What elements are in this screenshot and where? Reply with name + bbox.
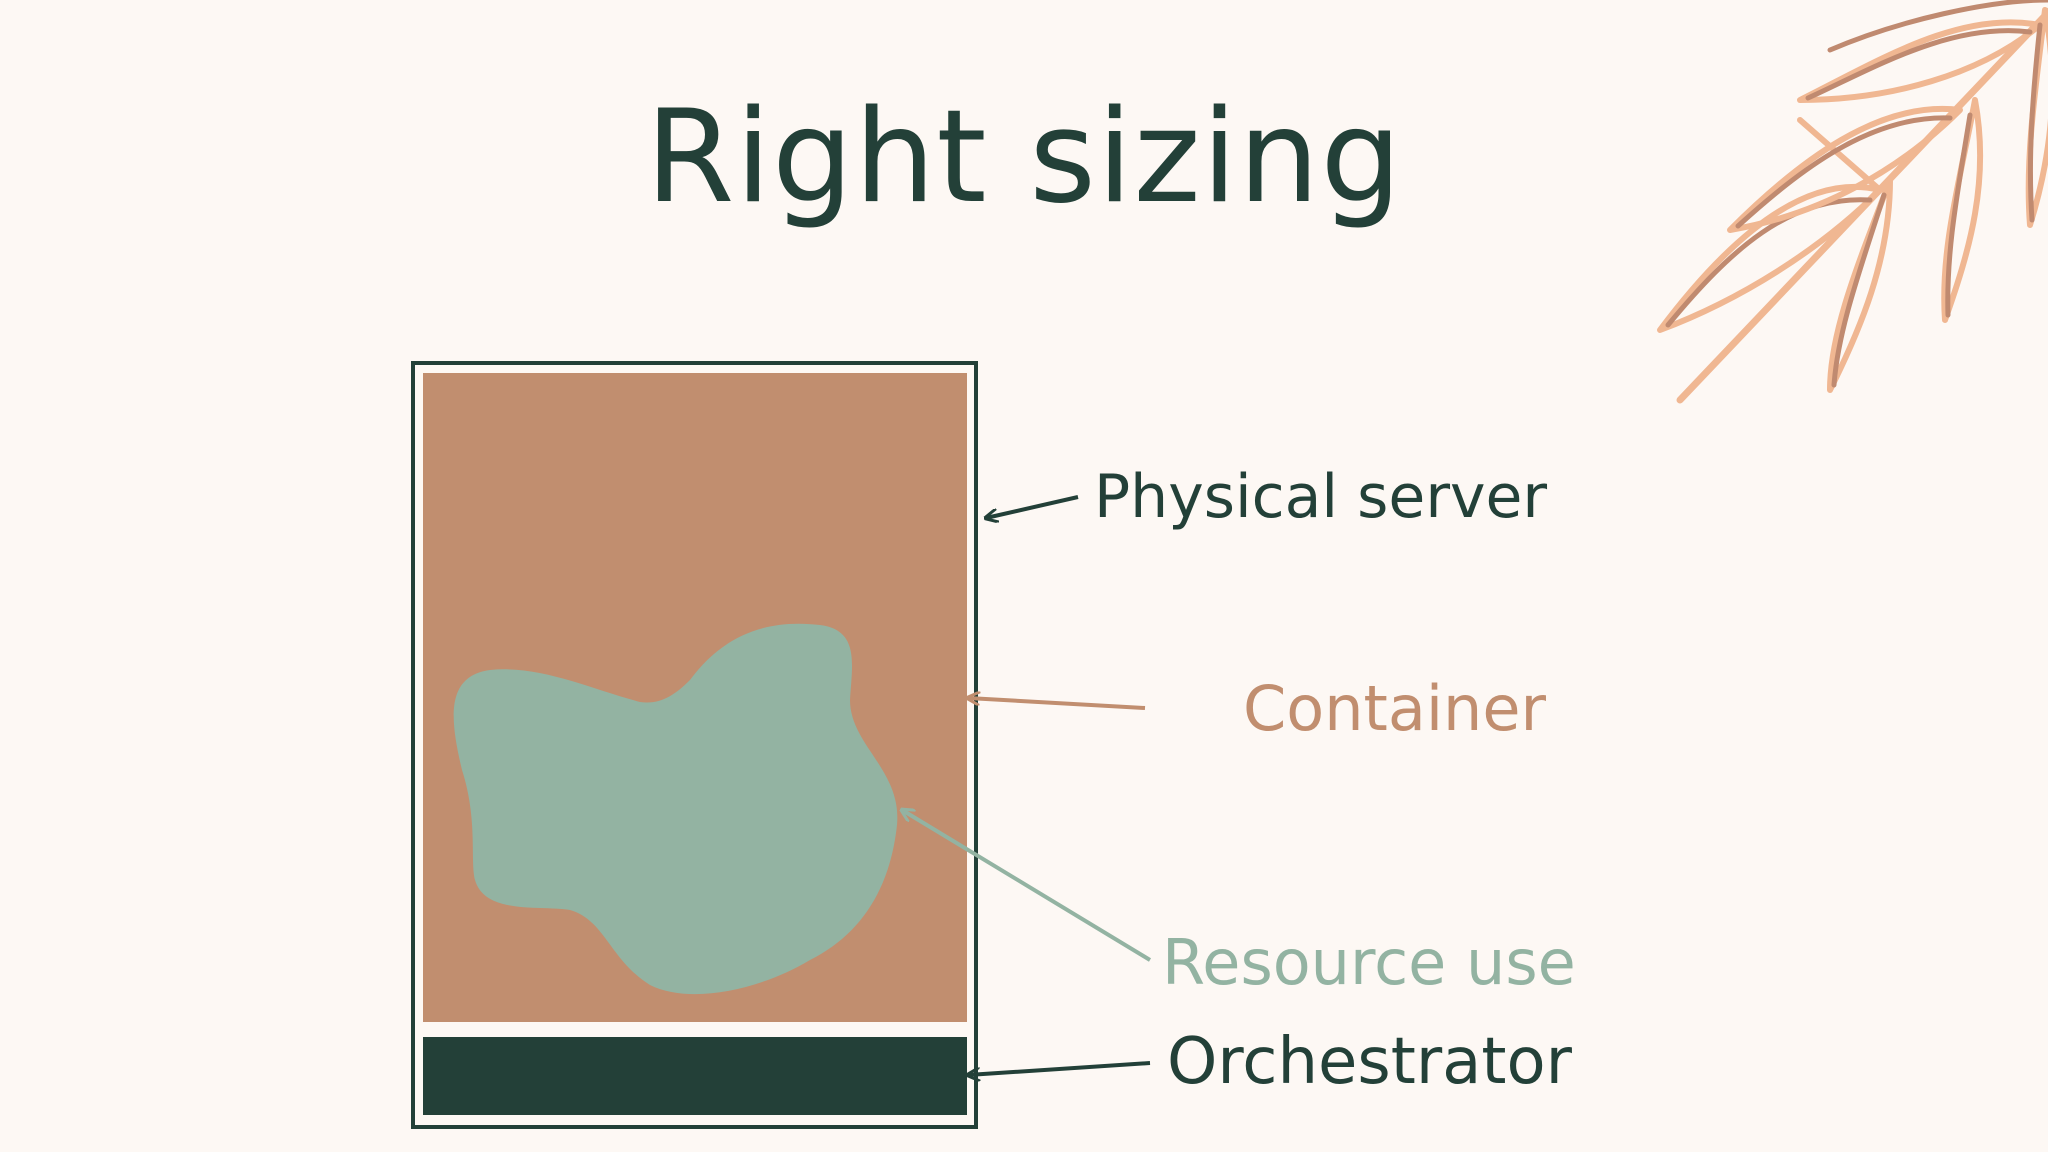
page-title: Right sizing	[645, 83, 1403, 232]
orchestrator-label: Orchestrator	[1167, 1025, 1572, 1099]
orchestrator-arrow	[968, 1061, 1151, 1075]
resource-use-label: Resource use	[1162, 926, 1576, 999]
leaf-branch-icon	[1657, 0, 2048, 404]
container-label: Container	[1243, 672, 1546, 745]
orchestrator-bar	[423, 1037, 967, 1115]
physical-server-outline	[411, 361, 978, 1129]
resource-use-arrow	[902, 810, 1152, 962]
resource-use-blob	[453, 623, 898, 995]
container-arrow	[968, 698, 1146, 710]
physical-server-arrow	[986, 495, 1079, 518]
physical-server-label: Physical server	[1094, 462, 1548, 532]
